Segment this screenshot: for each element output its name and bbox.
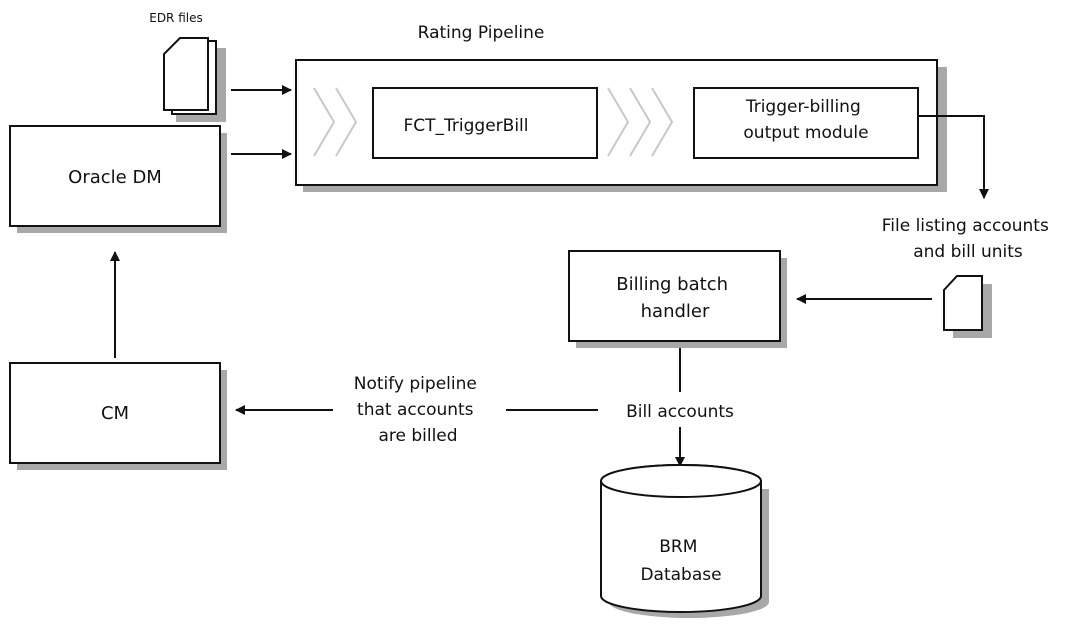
- trigger-output-line-2: output module: [743, 123, 868, 143]
- file-listing-line-2: and bill units: [913, 242, 1023, 262]
- trigger-output-line-1: Trigger-billing: [745, 97, 861, 117]
- pipeline-title: Rating Pipeline: [418, 23, 545, 43]
- fct-triggerbill-label: FCT_TriggerBill: [404, 116, 529, 136]
- brm-line-2: Database: [640, 565, 721, 585]
- oracle-dm-box: [9, 125, 227, 233]
- notify-label: Notify pipeline that accounts are billed: [354, 374, 483, 446]
- cm-label: CM: [101, 403, 129, 424]
- notify-line-2: that accounts: [357, 400, 474, 420]
- brm-database-icon: [600, 464, 769, 618]
- trigger-output-box: [693, 87, 919, 159]
- trigger-output-label: Trigger-billing output module: [743, 97, 868, 143]
- billing-batch-handler-box: [568, 250, 787, 348]
- pipeline-chevrons-left: [313, 87, 358, 157]
- oracle-dm-label: Oracle DM: [68, 167, 162, 188]
- cm-box: [9, 362, 227, 470]
- file-listing-line-1: File listing accounts: [882, 216, 1049, 236]
- pipeline-chevrons-middle: [607, 87, 674, 157]
- handler-line-1: Billing batch: [616, 274, 728, 295]
- notify-line-3: are billed: [378, 426, 457, 446]
- brm-database-label: BRM Database: [640, 537, 721, 585]
- billing-batch-handler-label: Billing batch handler: [616, 274, 733, 322]
- output-to-file-arrow: [918, 115, 989, 199]
- brm-line-1: BRM: [659, 537, 697, 557]
- handler-line-2: handler: [641, 301, 710, 322]
- fct-triggerbill-box: [372, 87, 598, 159]
- bill-accounts-label: Bill accounts: [626, 402, 734, 422]
- edr-files-label: EDR files: [149, 11, 203, 25]
- notify-line-1: Notify pipeline: [354, 374, 477, 394]
- file-listing-icon: [943, 275, 992, 338]
- file-listing-label: File listing accounts and bill units: [882, 216, 1055, 262]
- edr-files-icon: [163, 37, 226, 122]
